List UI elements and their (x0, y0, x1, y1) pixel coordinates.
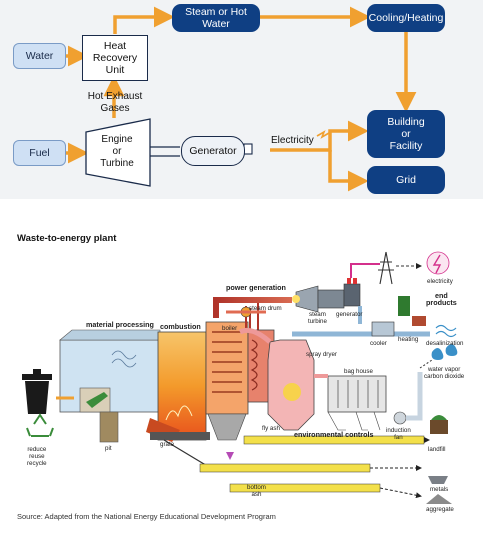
landfill-label: landfill (428, 446, 446, 453)
induction-fan (393, 411, 407, 425)
heating-label: heating (398, 336, 419, 343)
recycle-icon (26, 413, 54, 437)
hot-exhaust-gases-label: Hot Exhaust Gases (87, 91, 143, 114)
combustion-label: combustion (160, 322, 201, 331)
cooling-heating-box: Cooling/Heating (367, 4, 445, 32)
heat-recovery-unit: Heat Recovery Unit (82, 35, 148, 81)
turbine-generator (292, 278, 361, 313)
heating-house-icon (412, 316, 426, 326)
end-products-building (398, 296, 410, 316)
boiler-label: boiler (222, 325, 238, 332)
aggregate-icon (426, 494, 452, 504)
conveyors (163, 435, 430, 499)
arrow-hru-to-steam (113, 6, 175, 34)
environmental-controls-label: environmental controls (294, 430, 374, 439)
spray-dryer (238, 327, 315, 431)
lightning-icon (316, 130, 330, 139)
generator-plant-label: generator (336, 311, 363, 318)
material-processing-label: material processing (86, 320, 154, 329)
bag-house (314, 374, 387, 431)
grid-box: Grid (367, 166, 445, 194)
cooler (371, 321, 395, 337)
fuel-input: Fuel (13, 140, 66, 166)
electricity-plant-label: electricity (427, 278, 453, 285)
transmission-tower-icon (378, 251, 394, 285)
steam-hot-water-label: Steam or Hot Water (185, 6, 247, 30)
desalinization-icon (435, 324, 457, 338)
engine-turbine-label: Engine or Turbine (100, 134, 134, 169)
reduce-reuse-recycle-label: reduce reuse recycle (27, 446, 47, 467)
spray-dryer-label: spray dryer (306, 351, 337, 358)
arrow-electricity (270, 120, 369, 152)
landfill-icon (430, 415, 448, 434)
building-facility-box: Building or Facility (367, 110, 445, 158)
fly-ash-label: fly ash (262, 425, 280, 432)
bottom-ash-hopper (226, 452, 234, 460)
stack-pipe (406, 372, 423, 421)
pit-label: pit (105, 445, 112, 452)
heat-recovery-unit-label: Heat Recovery Unit (92, 40, 138, 76)
power-generation-label: power generation (226, 283, 286, 292)
source-note: Source: Adapted from the National Energy… (17, 512, 276, 521)
fuel-label: Fuel (29, 147, 50, 159)
grid-label: Grid (396, 174, 416, 186)
boiler (205, 300, 275, 441)
cooler-label: cooler (370, 340, 387, 347)
trash-can-icon (22, 369, 52, 414)
chp-arrows (66, 6, 417, 192)
plant-title: Waste-to-energy plant (17, 233, 117, 244)
end-products-label: end products (426, 291, 457, 307)
steam-turbine-label: steam turbine (308, 311, 327, 325)
electricity-label: Electricity (271, 135, 314, 146)
metals-icon (428, 476, 448, 484)
grate-label: grate (160, 441, 175, 448)
electricity-icon (426, 251, 450, 275)
bag-house-label: bag house (344, 368, 373, 375)
arrow-to-grid (328, 150, 369, 192)
combustion-chamber (146, 331, 210, 442)
steam-hot-water-box: Steam or Hot Water (172, 4, 260, 32)
generator-label: Generator (189, 145, 237, 157)
water-vapor-label: water vapor carbon dioxide (424, 366, 465, 380)
induction-fan-label: induction fan (386, 427, 411, 441)
electricity-line (350, 263, 380, 278)
water-input: Water (13, 43, 66, 69)
water-label: Water (25, 50, 54, 62)
steam-drum-label: steam drum (249, 305, 282, 312)
cooling-heating-label: Cooling/Heating (368, 12, 444, 24)
generator-box: Generator (181, 136, 245, 166)
aggregate-label: aggregate (426, 506, 454, 513)
engine-turbine-shape (85, 118, 151, 187)
building-facility-label: Building or Facility (387, 116, 425, 152)
metals-label: metals (430, 486, 449, 493)
material-processing-building (59, 329, 161, 443)
desalinization-label: desalinization (426, 340, 464, 347)
bottom-ash-label: bottom ash (247, 484, 266, 498)
